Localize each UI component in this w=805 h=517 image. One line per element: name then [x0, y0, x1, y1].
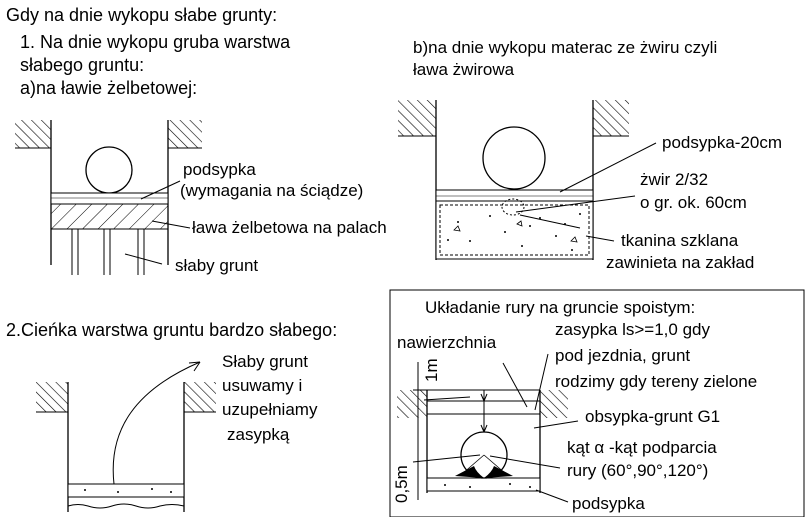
support-wedge-right	[484, 466, 513, 478]
section2-line4: zasypką	[227, 425, 290, 444]
leader-lawa	[151, 220, 191, 229]
heading: Gdy na dnie wykopu słabe grunty:	[6, 5, 278, 25]
leader-zasypka-2	[534, 353, 549, 411]
label-zasypka-1: zasypka ls>=1,0 gdy	[555, 320, 710, 339]
label-lawa: ława żelbetowa na palach	[192, 218, 387, 237]
ground-hatch-left	[398, 100, 436, 136]
soft-soil-boundary	[67, 503, 185, 509]
label-zawinieta: zawinieta na zakład	[606, 253, 755, 272]
ground-hatch-right	[168, 120, 202, 148]
bedding-layer	[435, 189, 594, 202]
label-slaby-grunt: słaby grunt	[175, 256, 259, 275]
diagram-2	[36, 361, 216, 512]
section2-line2: usuwamy i	[222, 376, 303, 395]
pipe	[482, 126, 546, 190]
leader-tkanina	[585, 235, 615, 242]
leader-zwir-2	[519, 214, 581, 229]
section1-title-line1: 1. Na dnie wykopu gruba warstwa	[20, 32, 291, 52]
gravel-mattress	[435, 200, 594, 260]
label-zwir-thickness: o gr. ok. 60cm	[640, 193, 747, 212]
dim-label-05m: 0,5m	[392, 465, 411, 503]
section2-line1: Słaby grunt	[222, 352, 308, 371]
bedding-layer	[426, 477, 541, 492]
ground-hatch-left	[36, 382, 68, 412]
leader-podsypka	[140, 180, 181, 200]
ground-hatch-right	[540, 390, 568, 418]
section1-sub-a: a)na ławie żelbetowej:	[20, 78, 198, 98]
diagram-3	[389, 289, 805, 517]
label-kat-2: rury (60°,90°,120°)	[567, 461, 709, 480]
leader-podsypka20	[559, 142, 657, 193]
leader-obsypka	[533, 420, 579, 429]
section1-title-line2: słabego gruntu:	[20, 55, 145, 75]
label-podsypka-3: podsypka	[572, 494, 645, 513]
leader-kat	[489, 455, 561, 469]
label-zasypka-2: pod jezdnia, grunt	[555, 346, 691, 365]
leader-zasypka	[502, 362, 528, 408]
support-wedge-left	[455, 466, 484, 478]
section2-title: 2.Cieńka warstwa gruntu bardzo słabego:	[6, 320, 338, 340]
label-zwir: żwir 2/32	[640, 170, 709, 189]
fill-layer	[67, 483, 185, 498]
pipe	[85, 146, 133, 194]
frame	[389, 289, 805, 517]
leader-nawierzchnia	[423, 396, 471, 401]
label-podsypka-20cm: podsypka-20cm	[662, 133, 783, 152]
replacement-arrow	[112, 361, 201, 485]
label-zasypka-3: rodzimy gdy tereny zielone	[555, 372, 758, 391]
diagram-1a	[15, 120, 202, 275]
glass-fabric	[439, 204, 590, 256]
section3-title: Układanie rury na gruncie spoistym:	[425, 298, 696, 317]
gravel-dots	[447, 213, 581, 251]
leader-zwir-1	[515, 195, 636, 213]
label-wymagania: (wymagania na ściądze)	[180, 181, 364, 200]
ground-hatch-left	[397, 390, 427, 418]
label-nawierzchnia: nawierzchnia	[397, 333, 497, 352]
ground-hatch-right	[184, 382, 216, 412]
gravel-stones	[453, 220, 578, 243]
label-tkanina: tkanina szklana	[621, 231, 739, 250]
reinforced-concrete-bench	[50, 203, 169, 230]
leader-pipe-dim	[412, 454, 481, 463]
ground-hatch-left	[15, 120, 51, 148]
label-obsypka: obsypka-grunt G1	[585, 407, 721, 426]
ground-hatch-right	[593, 100, 629, 136]
diagram-1b	[398, 100, 657, 260]
label-podsypka: podsypka	[183, 160, 256, 179]
leader-podsypka	[535, 489, 569, 503]
support-angle-line-1	[461, 454, 485, 475]
dim-label-1m: 1m	[422, 358, 441, 382]
section1-sub-b-line1: b)na dnie wykopu materac ze żwiru czyli	[413, 38, 718, 57]
section1-sub-b-line2: ława żwirowa	[413, 60, 515, 79]
label-kat-1: kąt α -kąt podparcia	[567, 438, 717, 457]
gravel-detail	[501, 198, 525, 216]
piles	[71, 229, 145, 275]
section2-line3: uzupełniamy	[222, 400, 318, 419]
leader-slaby	[124, 253, 163, 265]
support-angle-line-2	[483, 454, 507, 475]
